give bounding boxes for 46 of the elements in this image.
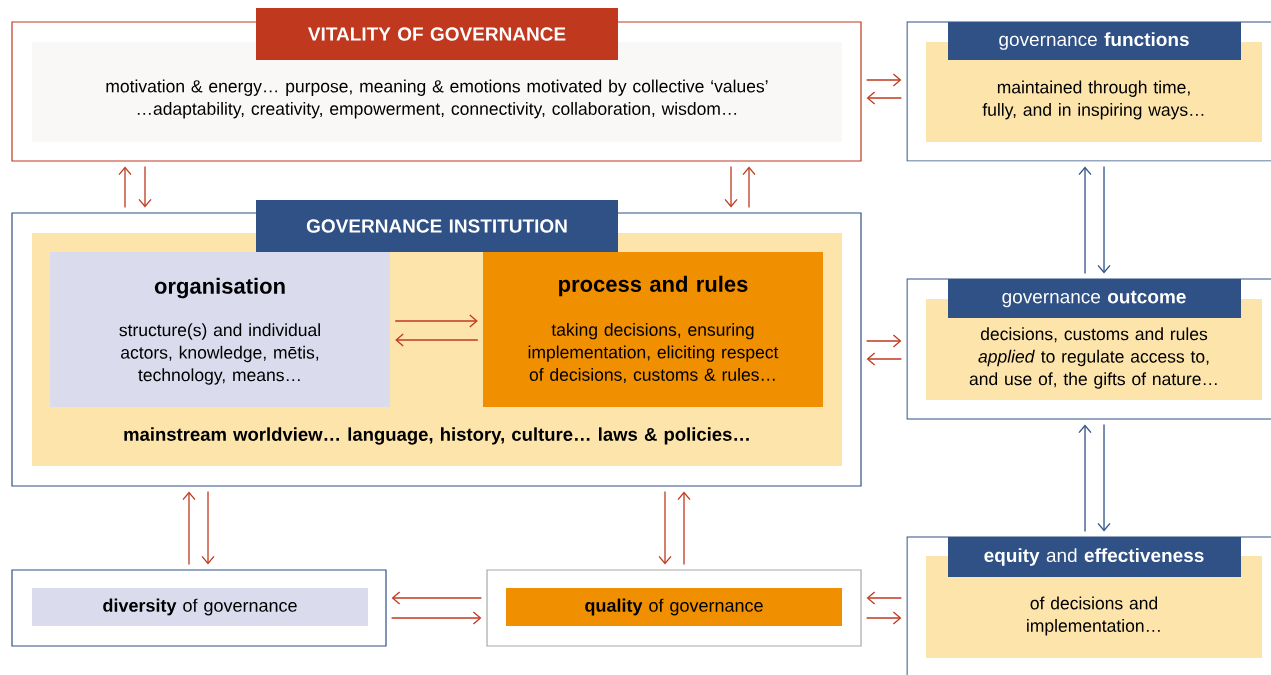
heading-tab: governance outcome xyxy=(948,279,1241,318)
titled-box xyxy=(906,278,1271,420)
arrow xyxy=(724,165,738,208)
heading-tab: equity and effectiveness xyxy=(948,537,1241,577)
arrow xyxy=(865,611,902,625)
arrow xyxy=(865,73,902,87)
body-text: maintained through time, fully, and in inspiring ways… xyxy=(982,80,1204,120)
arrow xyxy=(1097,165,1111,274)
arrow xyxy=(1097,423,1111,532)
arrow xyxy=(395,333,479,347)
titled-box xyxy=(11,8,862,162)
arrow xyxy=(866,591,903,605)
body-text: structure(s) and individual actors, knowledge, mētis, technology, means… xyxy=(119,323,320,385)
content-box xyxy=(483,252,823,407)
arrow xyxy=(394,314,478,328)
heading-text: organisation xyxy=(154,277,285,299)
titled-box xyxy=(906,536,1271,675)
heading-text: process and rules xyxy=(559,275,748,297)
arrow xyxy=(118,166,132,209)
arrow xyxy=(182,491,196,566)
arrow xyxy=(865,334,902,348)
arrow xyxy=(866,352,903,366)
arrow xyxy=(391,591,483,605)
arrow xyxy=(201,490,215,565)
body-text: of decisions and implementation… xyxy=(1027,596,1160,636)
body-text: motivation & energy… purpose, meaning & emotions motivated by collective ‘values’ …adaptability, creativity, empowerment, connectivity, collaboration, wisdom… xyxy=(106,79,768,119)
body-text: decisions, customs and rules applied to regulate access to, and use of, the gifts of nature… xyxy=(969,327,1217,389)
heading-tab: GOVERNANCE INSTITUTION xyxy=(256,200,618,252)
content-box xyxy=(50,252,390,407)
arrow xyxy=(1078,166,1092,275)
arrow xyxy=(138,165,152,208)
arrow xyxy=(742,166,756,209)
arrow xyxy=(390,611,482,625)
label-box xyxy=(11,569,387,647)
arrow xyxy=(658,490,672,565)
heading-tab: governance functions xyxy=(948,22,1241,60)
arrow xyxy=(1078,424,1092,533)
label-box xyxy=(486,569,862,647)
label-text: quality of governance xyxy=(585,598,763,616)
heading-tab: VITALITY OF GOVERNANCE xyxy=(256,8,618,60)
footer-text: mainstream worldview… language, history, culture… laws & policies… xyxy=(124,427,749,445)
titled-box xyxy=(906,21,1271,162)
arrow xyxy=(677,491,691,566)
body-text: taking decisions, ensuring implementation, eliciting respect of decisions, customs & rules… xyxy=(528,323,779,383)
label-text: diversity of governance xyxy=(103,598,297,616)
arrow xyxy=(866,91,903,105)
